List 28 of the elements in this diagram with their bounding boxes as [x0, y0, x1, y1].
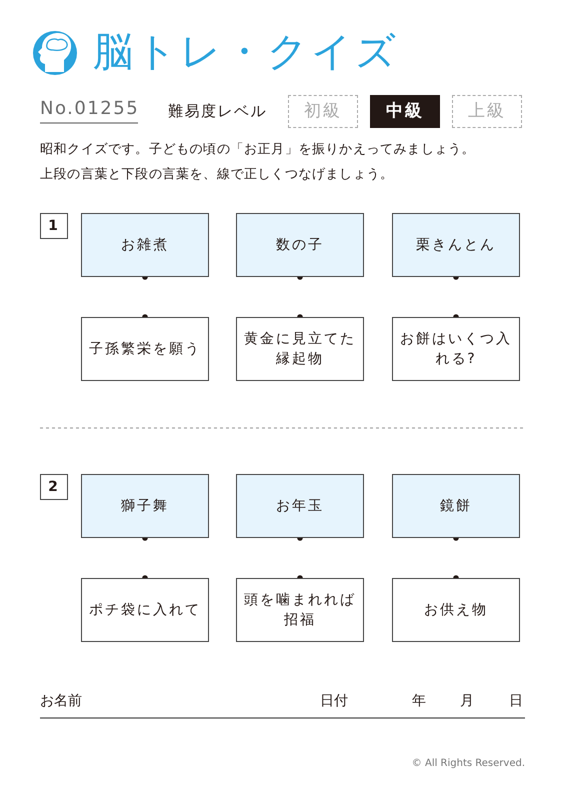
word-card: 数の子	[236, 213, 364, 277]
date-label: 日付	[320, 692, 348, 710]
name-label: お名前	[40, 692, 82, 710]
level-badge: 初級	[288, 95, 358, 128]
instruction-text: 上段の言葉と下段の言葉を、線で正しくつなげましょう。	[40, 166, 394, 183]
word-card: 子孫繁栄を願う	[81, 317, 209, 381]
month-label: 月	[460, 692, 474, 710]
word-card: ポチ袋に入れて	[81, 578, 209, 642]
difficulty-label: 難易度レベル	[168, 102, 267, 121]
word-card: お雑煮	[81, 213, 209, 277]
word-card: お供え物	[392, 578, 520, 642]
year-label: 年	[412, 692, 426, 710]
word-card: 栗きんとん	[392, 213, 520, 277]
copyright-text: © All Rights Reserved.	[410, 758, 525, 769]
word-card: お年玉	[236, 474, 364, 538]
level-badge: 上級	[452, 95, 522, 128]
word-card: 黄金に見立てた縁起物	[236, 317, 364, 381]
quiz-number: No.01255	[40, 98, 140, 119]
question-number: 2	[40, 474, 68, 500]
word-card: 頭を噛まれれば招福	[236, 578, 364, 642]
word-card: お餅はいくつ入れる?	[392, 317, 520, 381]
day-label: 日	[509, 692, 523, 710]
question-number: 1	[40, 213, 68, 239]
instruction-text: 昭和クイズです。子どもの頃の「お正月」を振りかえってみましょう。	[40, 141, 476, 158]
word-card: 鏡餅	[392, 474, 520, 538]
level-badge: 中級	[370, 95, 440, 128]
word-card: 獅子舞	[81, 474, 209, 538]
title: 脳トレ・クイズ	[93, 28, 399, 77]
